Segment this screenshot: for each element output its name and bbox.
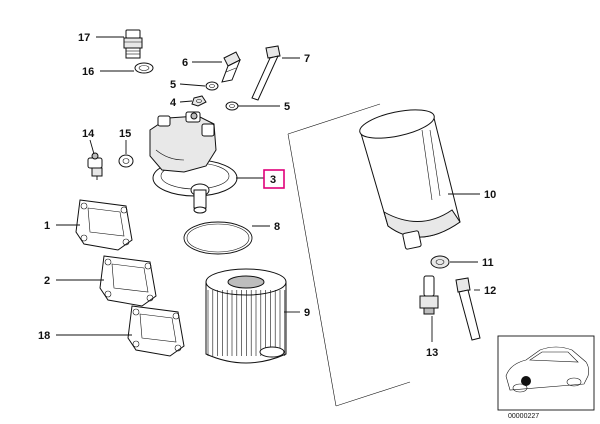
part-17-union-bolt[interactable] — [123, 29, 143, 59]
part-11-nut[interactable] — [430, 255, 450, 269]
callout-18[interactable]: 18 — [38, 330, 50, 342]
callout-8[interactable]: 8 — [274, 221, 280, 233]
callout-7[interactable]: 7 — [304, 53, 310, 65]
callout-17[interactable]: 17 — [78, 32, 90, 44]
callout-13[interactable]: 13 — [426, 347, 438, 359]
callout-4[interactable]: 4 — [170, 97, 177, 109]
callout-12[interactable]: 12 — [484, 285, 496, 297]
callout-3-highlight — [263, 169, 285, 189]
part-3-filter-housing[interactable] — [149, 111, 238, 214]
part-15-washer[interactable] — [118, 154, 134, 168]
callout-6[interactable]: 6 — [182, 57, 188, 69]
callout-5-lower[interactable]: 5 — [284, 101, 290, 113]
part-13-drain-plug[interactable] — [419, 275, 439, 315]
callout-16[interactable]: 16 — [82, 66, 94, 78]
vehicle-inset: 00000227 — [497, 335, 595, 420]
callout-15[interactable]: 15 — [119, 128, 131, 140]
part-16-seal-ring[interactable] — [134, 62, 154, 74]
callout-10[interactable]: 10 — [484, 189, 496, 201]
leader-lines — [56, 36, 480, 342]
callout-1[interactable]: 1 — [44, 220, 50, 232]
callout-3[interactable]: 3 — [270, 174, 276, 186]
part-5-washer-lower[interactable] — [225, 101, 239, 111]
part-7-long-bolt[interactable] — [251, 45, 281, 101]
callout-14[interactable]: 14 — [82, 128, 95, 140]
part-1-gasket[interactable] — [75, 199, 133, 251]
part-4-nut[interactable] — [191, 95, 207, 107]
part-9-filter-element[interactable] — [205, 268, 287, 364]
part-2-gasket[interactable] — [99, 255, 157, 307]
part-5-washer-upper[interactable] — [205, 81, 219, 91]
part-10-filter-canister[interactable] — [357, 104, 461, 250]
callout-2[interactable]: 2 — [44, 275, 50, 287]
callout-9[interactable]: 9 — [304, 307, 310, 319]
part-18-gasket[interactable] — [127, 305, 185, 357]
exploded-view-bracket — [287, 103, 411, 407]
part-6-hex-bolt[interactable] — [221, 51, 241, 83]
part-8-o-ring[interactable] — [183, 221, 253, 255]
inset-reference-number: 00000227 — [508, 413, 539, 420]
callout-11[interactable]: 11 — [482, 257, 494, 269]
part-12-long-bolt[interactable] — [455, 277, 481, 341]
car-outline-icon — [505, 346, 589, 393]
callout-5-upper[interactable]: 5 — [170, 79, 176, 91]
callout-labels: 17 16 6 7 5 4 5 14 15 3 10 1 8 2 9 11 12… — [38, 32, 496, 359]
part-14-pressure-switch[interactable] — [87, 152, 103, 180]
